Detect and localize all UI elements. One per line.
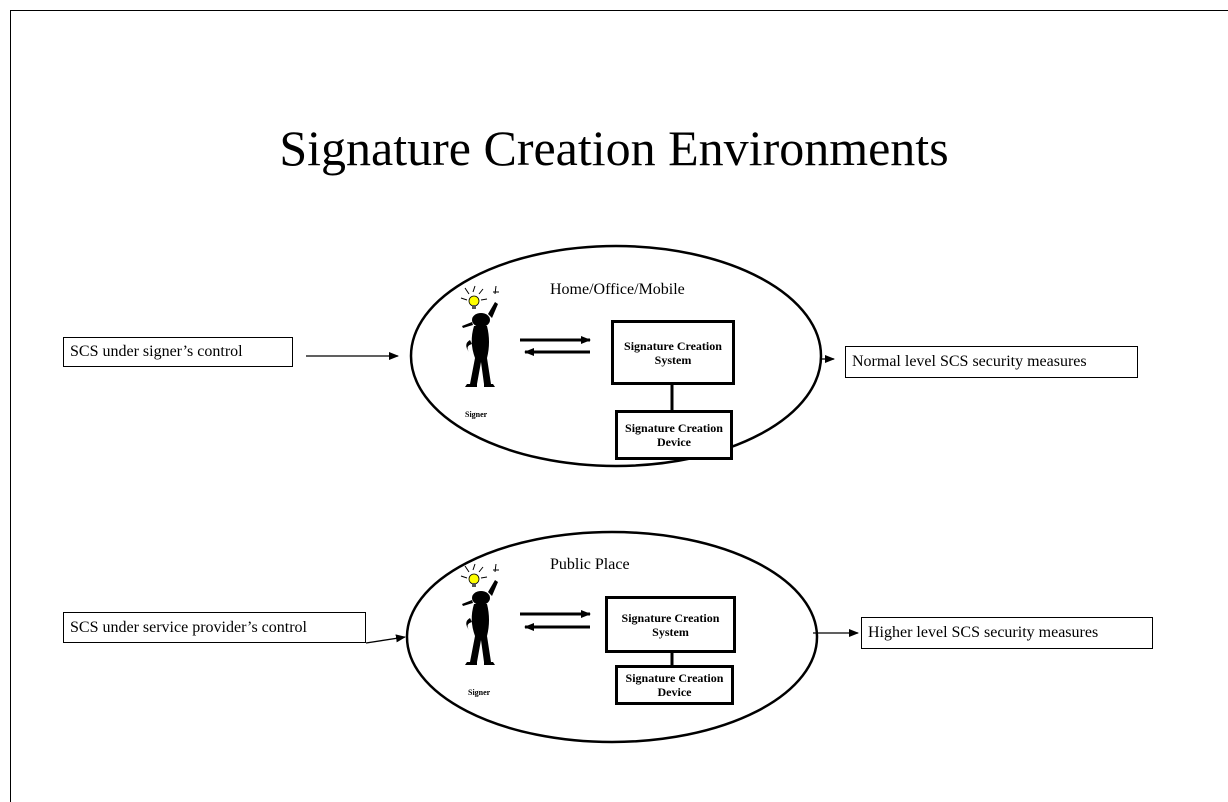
environment-label-home: Home/Office/Mobile — [550, 281, 685, 298]
slide-frame — [10, 10, 1228, 802]
lightbulb-icon — [468, 295, 480, 307]
signer-label: Signer — [468, 688, 491, 697]
signature-creation-device-box: Signature Creation Device — [615, 410, 733, 460]
left-label-box-row2: SCS under service provider’s control — [63, 612, 366, 643]
signature-creation-system-box: Signature Creation System — [605, 596, 736, 653]
right-label-text: Higher level SCS security measures — [868, 624, 1099, 641]
signer-figure-icon — [460, 285, 499, 387]
left-label-text: SCS under service provider’s control — [70, 618, 307, 636]
left-label-text: SCS under signer’s control — [70, 343, 243, 360]
environment-ellipse-public — [405, 530, 819, 744]
lightbulb-icon — [468, 573, 480, 585]
double-arrow-icon — [520, 336, 591, 356]
left-label-box-row1: SCS under signer’s control — [63, 337, 293, 367]
signature-creation-system-box: Signature Creation System — [611, 320, 735, 385]
signer-figure-icon — [460, 563, 499, 665]
input-arrow-row2 — [365, 634, 406, 644]
double-arrow-icon — [520, 610, 591, 631]
page-title: Signature Creation Environments — [279, 120, 949, 176]
right-label-box-row2: Higher level SCS security measures — [861, 617, 1153, 649]
signature-creation-device-box: Signature Creation Device — [615, 665, 734, 705]
right-label-box-row1: Normal level SCS security measures — [845, 346, 1138, 378]
signer-label: Signer — [465, 410, 488, 419]
environment-label-public: Public Place — [550, 556, 630, 573]
right-label-text: Normal level SCS security measures — [852, 353, 1087, 370]
environment-ellipse-home — [409, 244, 823, 468]
